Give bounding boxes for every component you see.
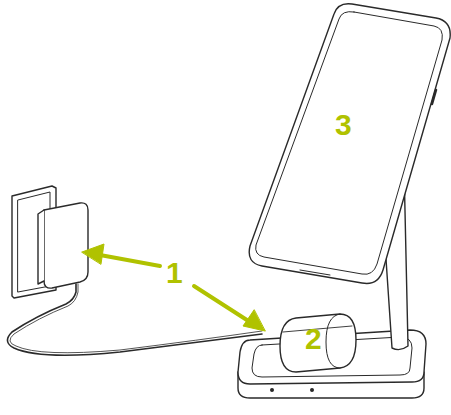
power-adapter: [44, 203, 88, 288]
callout-number: 2: [305, 324, 322, 354]
phone: [249, 4, 450, 284]
earbuds-case: [280, 314, 356, 372]
callout-number: 3: [335, 110, 352, 140]
cable: [7, 284, 262, 355]
leader-arrows: [82, 244, 265, 331]
callout-number: 1: [166, 258, 183, 288]
